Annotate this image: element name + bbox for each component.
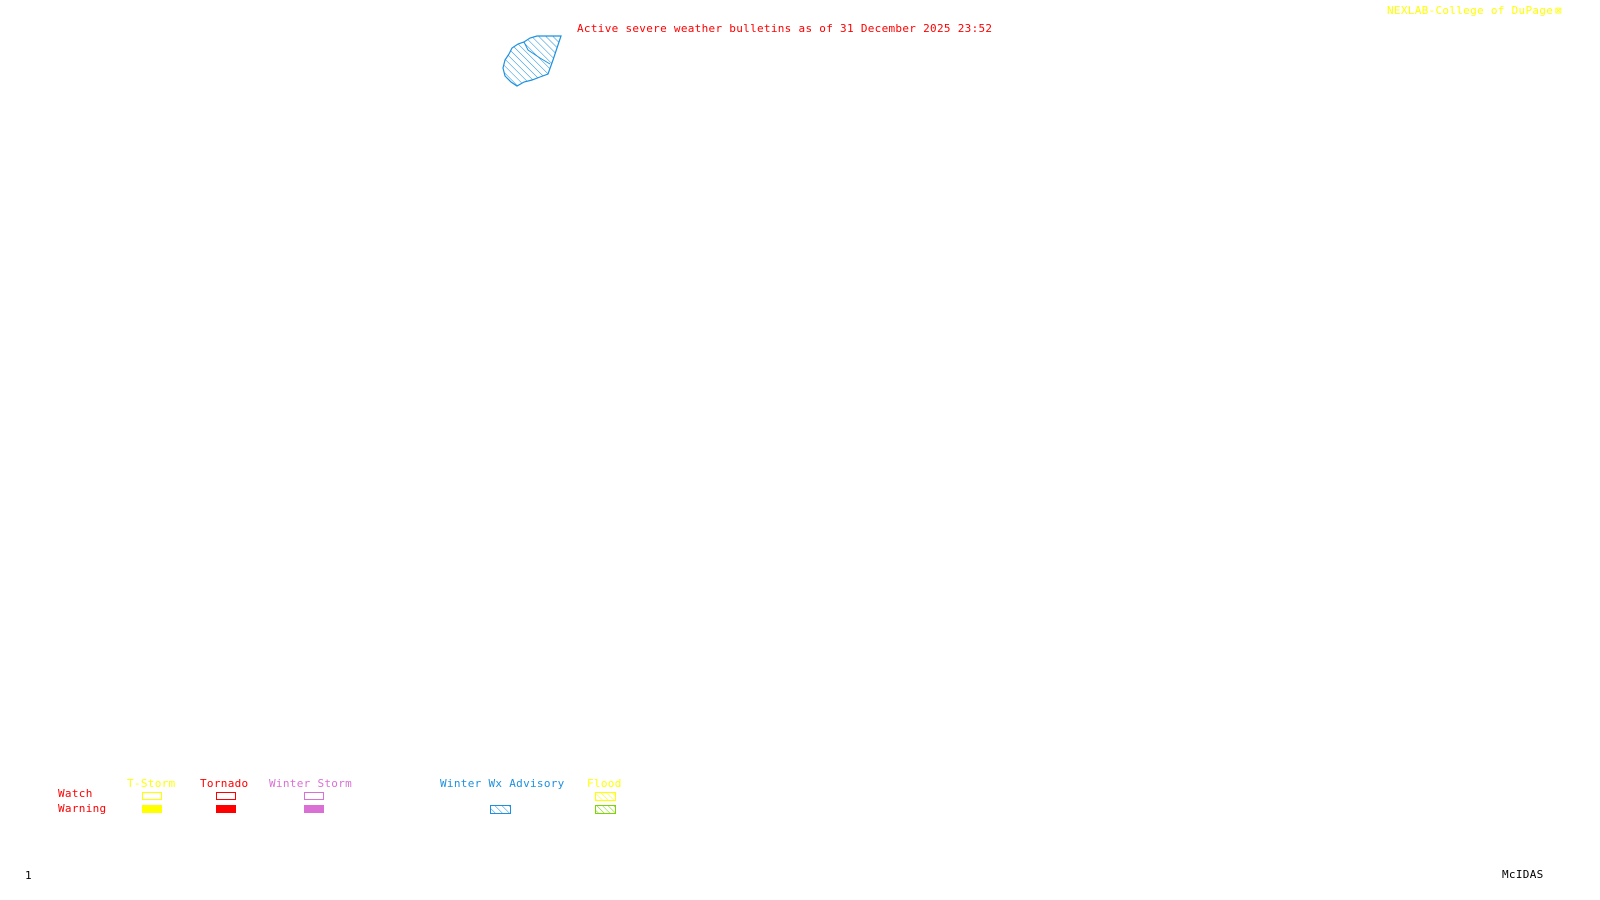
legend-label-winter-storm: Winter Storm — [269, 777, 353, 790]
legend-flood-warning-swatch — [595, 805, 616, 814]
legend-row-warning: Warning — [58, 802, 107, 815]
software-label: McIDAS — [1502, 868, 1544, 881]
legend-winter-storm-watch-swatch — [304, 792, 324, 800]
legend-tstorm-warning-swatch — [142, 805, 162, 813]
legend-row-watch: Watch — [58, 787, 93, 800]
legend-tornado-watch-swatch — [216, 792, 236, 800]
legend-label-tstorm: T-Storm — [127, 777, 176, 790]
credit-text: NEXLAB-College of DuPage — [1387, 4, 1554, 17]
legend-tstorm-watch-swatch — [142, 792, 162, 800]
legend-flood-watch-swatch — [595, 792, 616, 801]
legend-label-flood: Flood — [587, 777, 622, 790]
map-title: Active severe weather bulletins as of 31… — [577, 22, 993, 35]
legend-label-tornado: Tornado — [200, 777, 249, 790]
advisory-area-winter-wx — [502, 35, 562, 87]
frame-number: 1 — [25, 869, 32, 882]
legend-winter-storm-warning-swatch — [304, 805, 324, 813]
legend-label-winter-wx-advisory: Winter Wx Advisory — [440, 777, 565, 790]
legend-tornado-warning-swatch — [216, 805, 236, 813]
nexlab-logo-icon: ⊠ — [1555, 4, 1562, 17]
legend-winter-wx-warning-swatch — [490, 805, 511, 814]
